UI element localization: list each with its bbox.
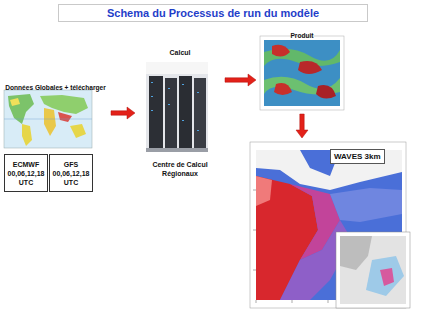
server-room — [146, 62, 208, 152]
waves-map-image — [250, 142, 410, 308]
model-box: ECMWF 00,06,12,18 UTC — [4, 154, 48, 192]
world-map — [4, 90, 92, 148]
flow-arrow — [111, 107, 135, 119]
flow-arrow — [225, 74, 256, 86]
source-data: Données Globales + télécharger — [2, 76, 109, 150]
diagram-title: Schema du Processus de run du modèle — [58, 4, 368, 22]
node-label: ECMWF 00,06,12,18 UTC — [7, 160, 45, 187]
flow-arrow — [296, 114, 308, 138]
product-output: Produit — [258, 24, 346, 112]
product-map-image — [260, 36, 344, 110]
node-caption: Centre de Calcul Régionaux — [137, 160, 223, 178]
compute-center: CalculCentre de Calcul Régionaux — [137, 48, 223, 178]
node-label: WAVES 3km — [330, 149, 385, 164]
model-box: GFS 00,06,12,18 UTC — [49, 154, 93, 192]
waves-output: WAVES 3km — [248, 140, 410, 312]
node-label: GFS 00,06,12,18 UTC — [52, 160, 90, 187]
node-label: Données Globales + télécharger — [5, 83, 106, 92]
node-label: Calcul — [169, 48, 190, 57]
node-label: Produit — [290, 31, 313, 40]
